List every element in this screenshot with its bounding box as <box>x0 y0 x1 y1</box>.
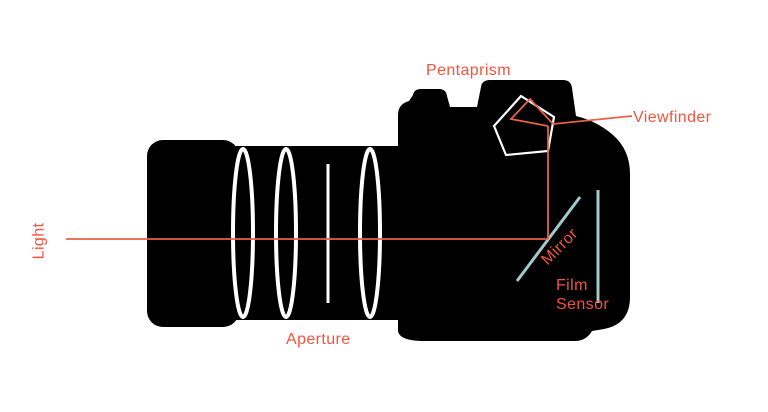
pentaprism-outline <box>492 94 556 157</box>
lens-element-arc-3 <box>358 147 382 319</box>
light-path-pentaprism-reflections <box>509 97 554 127</box>
lens-element-arc-2 <box>274 147 298 319</box>
viewfinder-label: Viewfinder <box>633 109 712 126</box>
light-path-to-viewfinder <box>552 115 633 125</box>
film-sensor-label: Film Sensor <box>556 277 610 314</box>
lens-element-arc-1 <box>231 147 255 319</box>
light-label: Light <box>30 222 48 260</box>
lens-barrel-silhouette <box>230 146 402 320</box>
aperture-label: Aperture <box>286 331 351 348</box>
pentaprism-label: Pentaprism <box>426 62 511 79</box>
camera-body-silhouette <box>398 80 630 341</box>
light-path <box>66 97 633 240</box>
lens-front-silhouette <box>147 140 239 327</box>
